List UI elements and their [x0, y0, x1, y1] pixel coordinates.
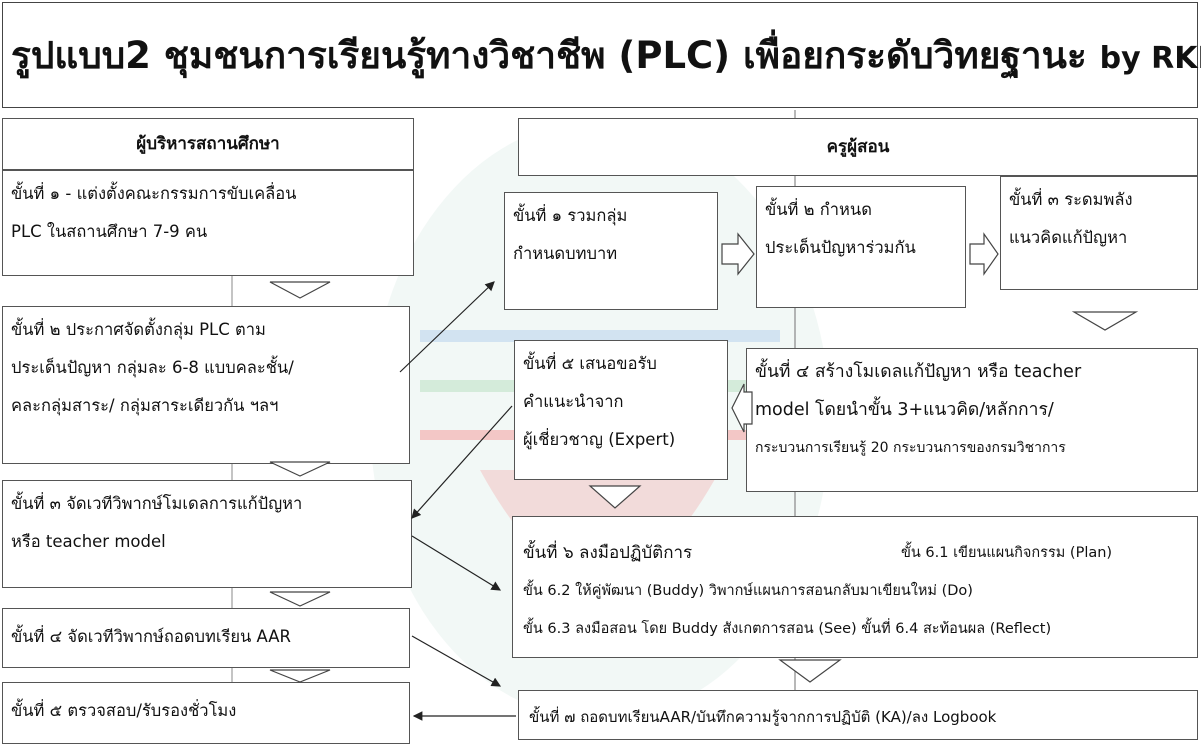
down-arrow-admin-1	[269, 281, 331, 299]
teacher-step-3: ขั้นที่ ๓ ระดมพลัง แนวคิดแก้ปัญหา	[1000, 176, 1198, 290]
teacher-step-3-line-2: แนวคิดแก้ปัญหา	[1009, 228, 1128, 247]
teacher-step-3-line-1: ขั้นที่ ๓ ระดมพลัง	[1009, 190, 1133, 209]
admin-step-3-line-1: ขั้นที่ ๓ จัดเวทีวิพากษ์โมเดลการแก้ปัญหา	[11, 494, 303, 513]
admin-step-1-line-1: ขั้นที่ ๑ - แต่งตั้งคณะกรรมการขับเคลื่อน	[11, 184, 297, 203]
teacher-step-1-line-1: ขั้นที่ ๑ รวมกลุ่ม	[513, 206, 628, 225]
teacher-step-4-line-3: กระบวนการเรียนรู้ 20 กระบวนการของกรมวิชา…	[755, 440, 1066, 456]
page-title: รูปแบบ2 ชุมชนการเรียนรู้ทางวิชาชีพ (PLC)…	[2, 2, 1201, 108]
admin-step-4-line-1: ขั้นที่ ๔ จัดเวทีวิพากษ์ถอดบทเรียน AAR	[11, 627, 292, 646]
arrow-teacher5-to-admin3	[411, 405, 513, 519]
arrow-admin3-to-teacher6	[411, 535, 502, 591]
teacher-step-2: ขั้นที่ ๒ กำหนด ประเด็นปัญหาร่วมกัน	[756, 186, 966, 308]
teacher-step-6-line-3: ขั้น 6.3 ลงมือสอน โดย Buddy สังเกตการสอน…	[523, 621, 1052, 637]
down-arrow-admin-4	[269, 669, 331, 683]
teacher-step-1: ขั้นที่ ๑ รวมกลุ่ม กำหนดบทบาท	[504, 192, 718, 310]
teacher-step-4-line-1: ขั้นที่ ๔ สร้างโมเดลแก้ปัญหา หรือ teache…	[755, 362, 1082, 382]
title-author: by RKK	[1099, 41, 1201, 76]
right-arrow-t2-t3	[969, 232, 999, 276]
down-arrow-t3-t4	[1071, 311, 1139, 331]
arrow-admin2-to-teacher1	[399, 281, 495, 373]
admin-header: ผู้บริหารสถานศึกษา	[2, 118, 414, 170]
down-arrow-t5-t6	[588, 485, 642, 509]
teacher-step-5-line-2: คำแนะนำจาก	[523, 392, 624, 411]
teacher-step-6-title: ขั้นที่ ๖ ลงมือปฏิบัติการ	[523, 543, 693, 563]
arrow-admin4-to-teacher7	[411, 635, 502, 687]
down-arrow-t6-t7	[778, 659, 842, 683]
admin-step-2-line-1: ขั้นที่ ๒ ประกาศจัดตั้งกลุ่ม PLC ตาม	[11, 320, 266, 339]
teacher-step-6-plan: ขั้น 6.1 เขียนแผนกิจกรรม (Plan)	[901, 545, 1113, 561]
admin-step-2-line-2: ประเด็นปัญหา กลุ่มละ 6-8 แบบคละชั้น/	[11, 358, 294, 377]
teacher-step-2-line-2: ประเด็นปัญหาร่วมกัน	[765, 238, 916, 257]
teacher-header: ครูผู้สอน	[518, 118, 1198, 176]
teacher-step-5-line-1: ขั้นที่ ๕ เสนอขอรับ	[523, 354, 657, 373]
teacher-step-5-line-3: ผู้เชี่ยวชาญ (Expert)	[523, 430, 676, 449]
teacher-step-2-line-1: ขั้นที่ ๒ กำหนด	[765, 200, 872, 219]
teacher-step-5: ขั้นที่ ๕ เสนอขอรับ คำแนะนำจาก ผู้เชี่ยว…	[514, 340, 728, 480]
teacher-step-6-line-2: ขั้น 6.2 ให้คู่พัฒนา (Buddy) วิพากษ์แผนก…	[523, 583, 973, 599]
admin-step-3-line-2: หรือ teacher model	[11, 532, 166, 551]
admin-header-label: ผู้บริหารสถานศึกษา	[136, 134, 280, 154]
teacher-step-7-text: ขั้นที่ ๗ ถอดบทเรียนAAR/บันทึกความรู้จาก…	[529, 708, 997, 726]
title-main: รูปแบบ2 ชุมชนการเรียนรู้ทางวิชาชีพ (PLC)…	[11, 34, 1087, 77]
admin-step-2: ขั้นที่ ๒ ประกาศจัดตั้งกลุ่ม PLC ตาม ประ…	[2, 306, 410, 464]
right-arrow-t1-t2	[721, 232, 755, 276]
teacher-step-4: ขั้นที่ ๔ สร้างโมเดลแก้ปัญหา หรือ teache…	[746, 348, 1198, 492]
admin-step-2-line-3: คละกลุ่มสาระ/ กลุ่มสาระเดียวกัน ฯลฯ	[11, 396, 279, 415]
teacher-step-7: ขั้นที่ ๗ ถอดบทเรียนAAR/บันทึกความรู้จาก…	[518, 690, 1198, 740]
teacher-step-6: ขั้นที่ ๖ ลงมือปฏิบัติการ ขั้น 6.1 เขียน…	[512, 516, 1198, 658]
left-arrow-t4-t5	[731, 383, 753, 433]
down-arrow-admin-2	[269, 461, 331, 477]
admin-step-5: ขั้นที่ ๕ ตรวจสอบ/รับรองชั่วโมง	[2, 682, 410, 744]
admin-step-1: ขั้นที่ ๑ - แต่งตั้งคณะกรรมการขับเคลื่อน…	[2, 170, 414, 276]
admin-step-3: ขั้นที่ ๓ จัดเวทีวิพากษ์โมเดลการแก้ปัญหา…	[2, 480, 412, 588]
admin-step-1-line-2: PLC ในสถานศึกษา 7-9 คน	[11, 222, 208, 241]
down-arrow-admin-3	[269, 591, 331, 607]
admin-step-5-line-1: ขั้นที่ ๕ ตรวจสอบ/รับรองชั่วโมง	[11, 701, 237, 720]
teacher-step-1-line-2: กำหนดบทบาท	[513, 244, 618, 263]
admin-step-4: ขั้นที่ ๔ จัดเวทีวิพากษ์ถอดบทเรียน AAR	[2, 608, 410, 668]
teacher-step-4-line-2: model โดยนำขั้น 3+แนวคิด/หลักการ/	[755, 400, 1054, 420]
teacher-header-label: ครูผู้สอน	[826, 137, 890, 157]
